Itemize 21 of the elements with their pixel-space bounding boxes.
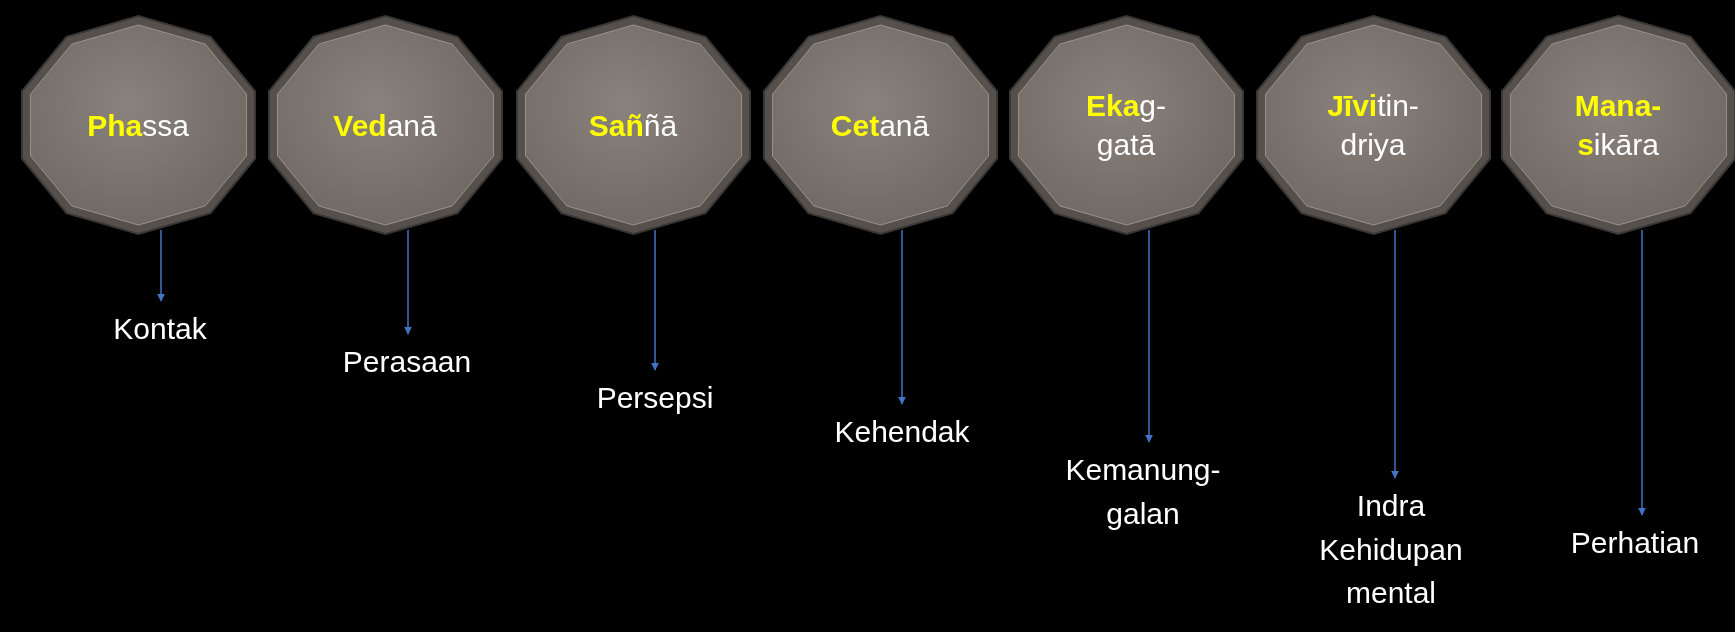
arrow — [157, 229, 165, 302]
node-label: Cetanā — [829, 107, 931, 144]
node-label: Vedanā — [332, 107, 438, 144]
caption-text: Kehendak — [812, 410, 992, 454]
node-label: Phassa — [86, 107, 190, 144]
arrow — [1638, 229, 1646, 516]
arrow — [1391, 229, 1399, 479]
caption-text: Kontak — [80, 307, 240, 351]
caption-text: Persepsi — [565, 376, 745, 420]
caption-text: Kemanung- galan — [1058, 448, 1228, 535]
node-label: Saññā — [587, 107, 679, 144]
arrow — [651, 229, 659, 371]
node-label: Jīvitin- driya — [1326, 88, 1420, 163]
arrow — [1145, 229, 1153, 443]
arrow — [898, 229, 906, 405]
node-label: Ekag- gatā — [1084, 88, 1168, 163]
arrow — [404, 229, 412, 335]
caption-text: Perhatian — [1545, 521, 1725, 565]
caption-text: Perasaan — [317, 340, 497, 384]
node-label: Mana- sikāra — [1573, 88, 1663, 163]
caption-text: Indra Kehidupan mental — [1311, 484, 1471, 615]
